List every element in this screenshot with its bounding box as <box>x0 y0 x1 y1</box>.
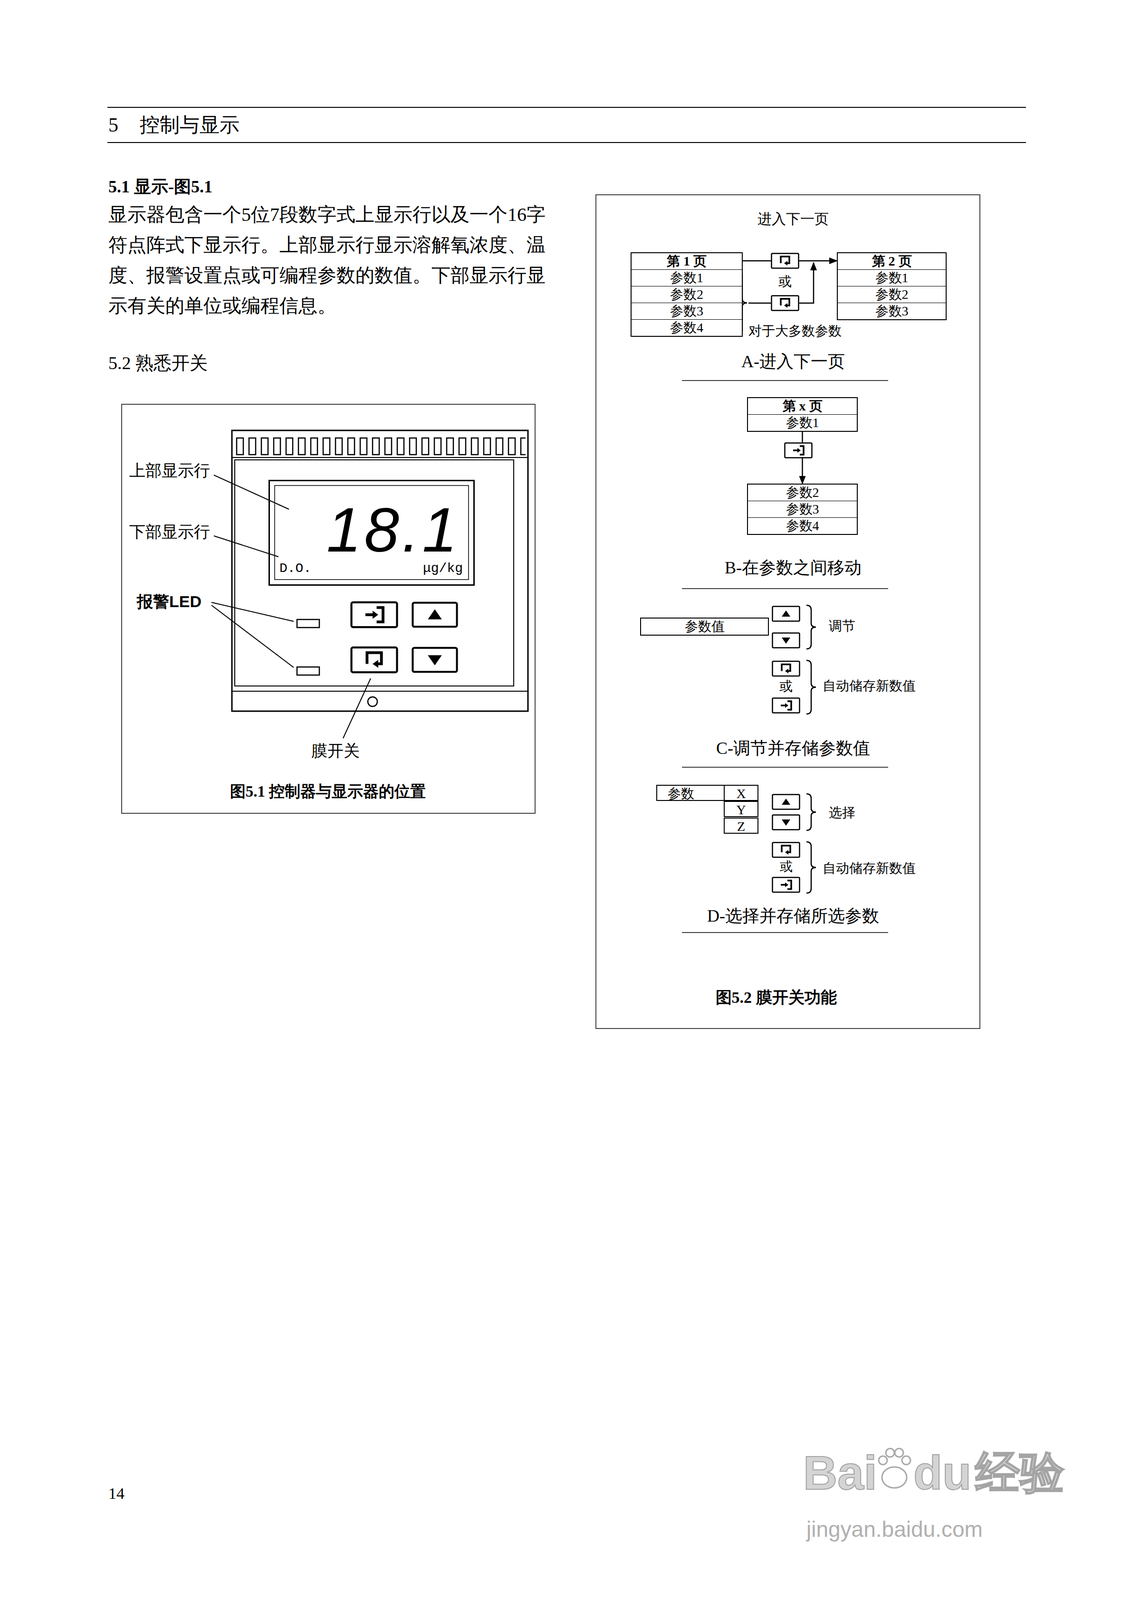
parameter-table: 参数2参数3参数4 <box>747 483 858 536</box>
page-button <box>771 253 799 269</box>
section-heading: 5 控制与显示 <box>108 113 240 137</box>
action-label: 自动储存新数值 <box>822 860 916 877</box>
action-label: 自动储存新数值 <box>822 678 916 695</box>
table-row: 参数4 <box>631 319 742 336</box>
callout-label: 上部显示行 <box>129 460 211 481</box>
table-row: 参数2 <box>747 484 857 502</box>
table-row: 第 1 页 <box>631 253 742 270</box>
figure-caption: 图5.1 控制器与显示器的位置 <box>230 782 427 802</box>
display-unit: μg/kg <box>422 560 463 577</box>
instrument-housing <box>231 430 528 712</box>
parameter-table: 第 x 页参数1 <box>747 397 858 432</box>
table-row: 参数2 <box>837 286 946 304</box>
figure-caption: 图5.2 膜开关功能 <box>715 988 837 1008</box>
display-unit: D.O. <box>279 560 312 577</box>
heading-rules <box>107 107 1026 143</box>
callout-label: 报警LED <box>136 592 202 612</box>
enter-button <box>785 443 813 459</box>
enter-button <box>351 602 398 628</box>
table-row: 参数1 <box>747 414 857 432</box>
paragraph: 显示器包含一个5位7段数字式上显示行以及一个16字符点阵式下显示行。上部显示行显… <box>108 199 553 322</box>
brace <box>806 605 816 650</box>
table-row: 参数4 <box>747 517 857 535</box>
page-button <box>772 661 800 677</box>
figure-frame <box>595 194 980 1029</box>
enter-button <box>772 698 800 714</box>
parameter-table: 第 2 页参数1参数2参数3 <box>836 252 947 321</box>
section-heading: 5.2 熟悉开关 <box>108 352 208 375</box>
parameter-table: 第 1 页参数1参数2参数3参数4 <box>630 252 743 337</box>
value-box: 参数值 <box>640 617 769 636</box>
option-box: 参数XYZ <box>656 785 759 836</box>
option-cell: X <box>723 785 759 802</box>
or-label: 或 <box>778 273 792 290</box>
section-caption: D-选择并存储所选参数 <box>707 906 880 927</box>
page-number: 14 <box>108 1484 125 1505</box>
up-button <box>412 603 457 628</box>
flow-note: 进入下一页 <box>757 210 829 228</box>
or-label: 或 <box>779 859 793 875</box>
page-button <box>772 843 800 858</box>
or-label: 或 <box>779 678 793 695</box>
down-button <box>772 633 800 649</box>
up-button <box>772 795 800 810</box>
option-cell: Z <box>723 817 759 834</box>
brace <box>806 842 816 894</box>
flow-note: 对于大多数参数 <box>748 323 842 340</box>
enter-button <box>772 877 800 893</box>
table-row: 参数1 <box>837 269 946 287</box>
table-row: 参数2 <box>631 286 742 304</box>
option-cell: Y <box>723 801 759 818</box>
table-row: 参数3 <box>747 501 857 518</box>
lcd-display: 18.1D.O. μg/kg <box>268 479 475 586</box>
alarm-led <box>297 619 320 676</box>
table-row: 参数3 <box>837 303 946 320</box>
figure-frame <box>121 404 536 814</box>
table-row: 参数1 <box>631 269 742 287</box>
section-divider <box>681 380 889 933</box>
watermark: 经验 <box>975 1446 1065 1501</box>
table-row: 参数3 <box>631 303 742 320</box>
watermark: Bai <box>803 1444 878 1502</box>
table-row: 第 2 页 <box>837 253 946 270</box>
brace <box>806 794 816 831</box>
option-cell: 参数 <box>656 785 725 802</box>
watermark-paw <box>878 1448 911 1489</box>
page-button <box>351 647 398 673</box>
callout-label: 膜开关 <box>311 741 360 761</box>
action-label: 选择 <box>828 805 856 822</box>
display-value: 18.1 <box>326 492 461 568</box>
watermark: du <box>913 1444 972 1502</box>
section-caption: A-进入下一页 <box>741 351 845 373</box>
section-caption: B-在参数之间移动 <box>724 557 862 579</box>
brace <box>806 660 816 715</box>
up-button <box>772 606 800 622</box>
section-caption: C-调节并存储参数值 <box>716 738 871 759</box>
down-button <box>772 815 800 831</box>
section-heading: 5.1 显示-图5.1 <box>108 176 213 198</box>
table-row: 参数值 <box>641 618 768 635</box>
page-button <box>771 296 799 311</box>
down-button <box>412 648 457 673</box>
callout-label: 下部显示行 <box>129 522 211 542</box>
watermark-url: jingyan.baidu.com <box>806 1516 983 1544</box>
table-row: 第 x 页 <box>747 398 857 415</box>
action-label: 调节 <box>828 618 856 635</box>
